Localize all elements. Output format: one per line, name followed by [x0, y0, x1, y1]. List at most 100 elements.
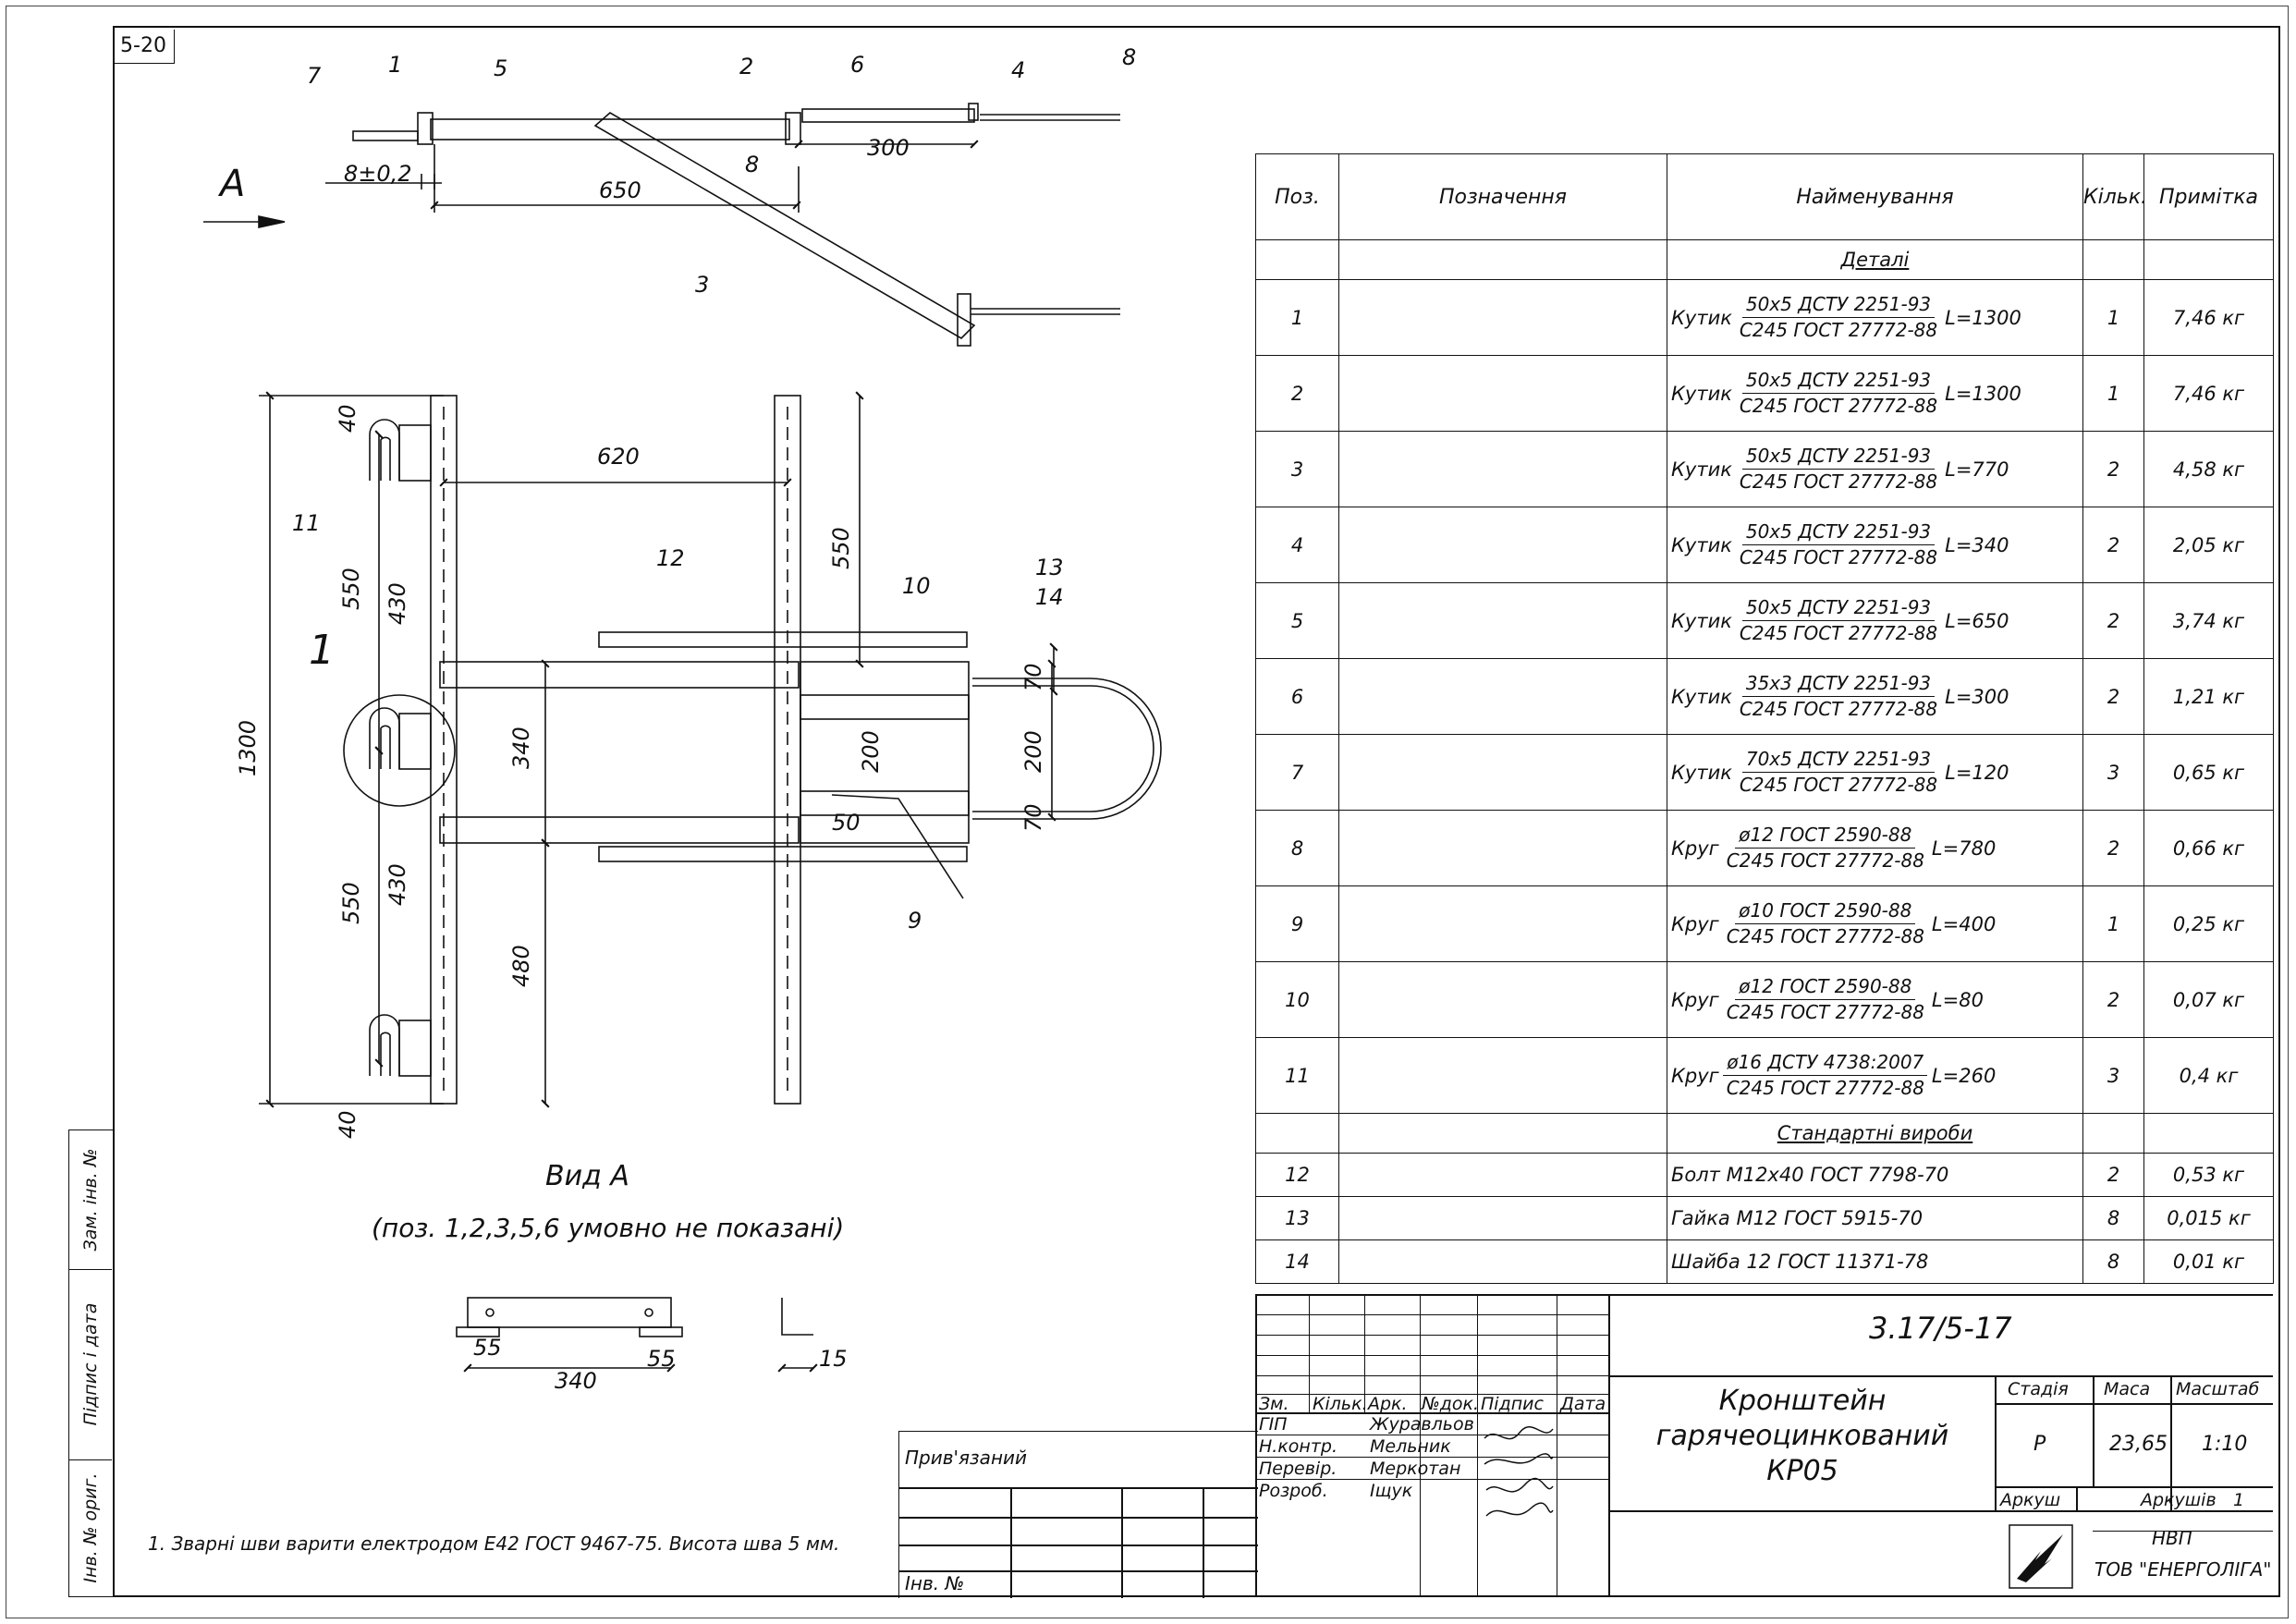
callout-2: 2 [739, 54, 753, 79]
detail-note: 4,58 кг [2143, 431, 2274, 507]
detail-qty: 2 [2082, 658, 2144, 735]
detail-type: Круг [1671, 988, 1719, 1011]
detail-note: 7,46 кг [2143, 279, 2274, 356]
detail-pos: 9 [1255, 885, 1339, 962]
dim-1300: 1300 [235, 720, 261, 776]
detail-note: 2,05 кг [2143, 507, 2274, 583]
detail-qty: 2 [2082, 961, 2144, 1038]
tb-col-ark: Арк. [1368, 1394, 1408, 1414]
tb-role-nkontr: Н.контр. [1259, 1436, 1338, 1457]
detail-profile: 50x5 ДСТУ 2251-93 [1741, 444, 1936, 470]
tb-role-rozrob: Розроб. [1259, 1481, 1328, 1501]
standard-designation [1338, 1239, 1667, 1284]
detail-qty: 2 [2082, 507, 2144, 583]
callout-7: 7 [307, 63, 322, 89]
detail-pos: 3 [1255, 431, 1339, 507]
col-pos: Поз. [1255, 153, 1339, 240]
part-6-lower [800, 790, 970, 816]
tb-name-perevir: Меркотан [1370, 1459, 1461, 1479]
view-a [456, 1297, 818, 1373]
view-a-title: Вид А [545, 1160, 629, 1192]
tb-name-gip: Журавльов [1370, 1414, 1474, 1435]
detail-type: Кутик [1671, 458, 1732, 481]
dim-550-b: 550 [338, 882, 364, 924]
detail-qty: 3 [2082, 734, 2144, 811]
detail-type: Круг [1671, 1064, 1719, 1087]
detail-pos: 2 [1255, 355, 1339, 432]
part-2-top [785, 112, 801, 145]
detail-note: 3,74 кг [2143, 582, 2274, 659]
detail-length: L=400 [1931, 912, 1997, 935]
standard-pos: 14 [1255, 1239, 1339, 1284]
brace-3-lower [598, 846, 968, 862]
rod-8-loop [972, 678, 1162, 820]
tb-mass-h: Маса [2104, 1379, 2151, 1399]
title-line2: гарячеоцинкований [1655, 1420, 1949, 1452]
callout-9: 9 [908, 908, 922, 934]
detail-length: L=80 [1931, 988, 1984, 1011]
dim-430-a: 430 [385, 582, 410, 625]
detail-length: L=1300 [1945, 382, 2021, 405]
detail-pos: 7 [1255, 734, 1339, 811]
tb-scale: 1:10 [2202, 1433, 2248, 1456]
detail-pos: 11 [1255, 1037, 1339, 1114]
detail-steel: С245 ГОСТ 27772-88 [1739, 319, 1938, 341]
detail-qty: 1 [2082, 885, 2144, 962]
beam-5-upper [439, 661, 800, 689]
detail-profile: ø12 ГОСТ 2590-88 [1735, 974, 1916, 1000]
detail-type: Круг [1671, 836, 1719, 860]
detail-qty: 2 [2082, 582, 2144, 659]
dim-300: 300 [867, 135, 910, 161]
detail-note: 1,21 кг [2143, 658, 2274, 735]
clamp-11-c [369, 1014, 400, 1076]
standard-designation [1338, 1153, 1667, 1197]
detail-note: 0,66 кг [2143, 810, 2274, 886]
standard-name: Болт М12х40 ГОСТ 7798-70 [1667, 1153, 2083, 1197]
standard-qty: 2 [2082, 1153, 2144, 1197]
detail-length: L=260 [1931, 1064, 1997, 1087]
brace-3-upper [598, 631, 968, 648]
callout-13: 13 [1035, 555, 1064, 580]
title-line1: Кронштейн [1718, 1385, 1887, 1417]
detail-qty: 2 [2082, 431, 2144, 507]
tb-sheet-h: Аркуш [2000, 1490, 2061, 1510]
tb-name-rozrob: Іщук [1370, 1481, 1413, 1501]
detail-designation [1338, 885, 1667, 962]
detail-steel: С245 ГОСТ 27772-88 [1739, 546, 1938, 568]
section-details-row: Деталі [1255, 239, 2274, 280]
detail-steel: С245 ГОСТ 27772-88 [1726, 1001, 1924, 1023]
dim-430-b: 430 [385, 863, 410, 906]
dim-50: 50 [832, 810, 861, 836]
dim-550-c: 550 [828, 527, 854, 569]
detail-steel: С245 ГОСТ 27772-88 [1726, 849, 1924, 872]
title-block: Зм. Кільк. Арк. №док. Підпис Дата ГІП Жу… [1255, 1294, 2273, 1597]
side-cell-2 [69, 1269, 112, 1460]
detail-profile: 50x5 ДСТУ 2251-93 [1741, 292, 1936, 318]
detail-profile: ø16 ДСТУ 4738:2007 [1723, 1050, 1928, 1076]
callout-10: 10 [902, 573, 931, 599]
detail-profile: 50x5 ДСТУ 2251-93 [1741, 595, 1936, 621]
detail-type: Кутик [1671, 609, 1732, 632]
detail-designation [1338, 279, 1667, 356]
tb-role-perevir: Перевір. [1259, 1459, 1337, 1479]
dim-200-a: 200 [858, 730, 884, 773]
angle-profile [781, 1298, 813, 1336]
tb-org2: ТОВ "ЕНЕРГОЛІГА" [2094, 1558, 2272, 1581]
detail-designation [1338, 1037, 1667, 1114]
detail-length: L=340 [1945, 533, 2009, 556]
sheet-number: 5-20 [113, 30, 175, 64]
dim-70-b: 70 [1020, 803, 1046, 832]
detail-profile: 50x5 ДСТУ 2251-93 [1741, 519, 1936, 545]
